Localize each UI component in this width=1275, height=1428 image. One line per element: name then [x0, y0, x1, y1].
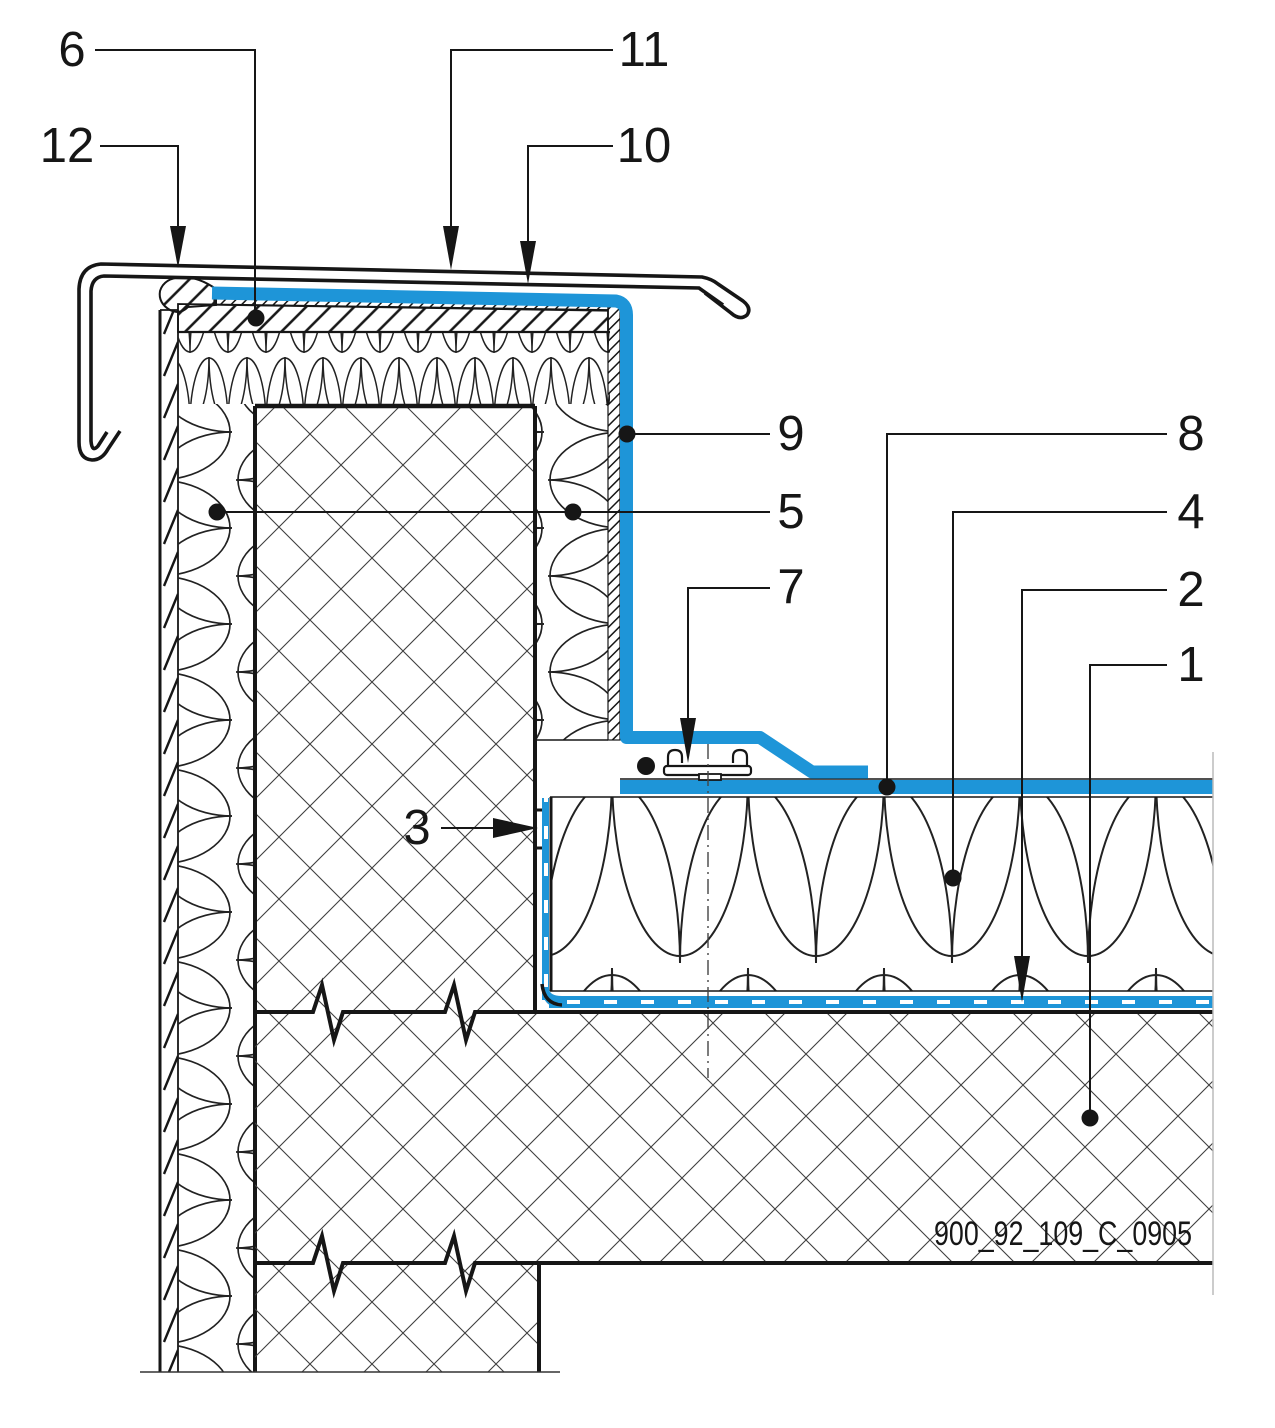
leader-arrow — [443, 226, 459, 270]
leader-dot — [618, 425, 636, 443]
separating-layer-face — [607, 302, 621, 741]
callout-10: 10 — [520, 119, 671, 284]
barrier-corner-line — [540, 983, 563, 1007]
concrete-deck-and-wall — [255, 1013, 1213, 1372]
metal-coping — [77, 262, 751, 462]
callout-11: 11 — [443, 23, 669, 270]
callout-2: 2 — [1014, 563, 1205, 1002]
wall-insulation-column — [178, 404, 255, 1372]
sealant-dot — [637, 757, 655, 775]
callout-4: 4 — [944, 485, 1205, 887]
leader-arrow — [1014, 956, 1030, 1002]
parapet-head-layers — [158, 275, 621, 741]
vapour-barrier-upstand-dashes — [542, 798, 549, 1000]
callout-label-10: 10 — [617, 119, 672, 173]
leader-arrow — [520, 241, 536, 284]
coping-inner-sheet — [89, 274, 725, 451]
roof-insulation — [551, 797, 1213, 991]
callout-6: 6 — [58, 23, 265, 327]
leader-arrow — [170, 226, 186, 268]
vapour-barrier-dashes — [549, 996, 1213, 1008]
rail-center-tab — [698, 773, 722, 781]
parapet-masonry-core — [255, 406, 535, 1013]
callout-label-4: 4 — [1177, 485, 1204, 539]
leader-arrow — [680, 718, 696, 763]
callout-label-5: 5 — [777, 485, 804, 539]
drawing-number: 900_92_109_C_0905 — [934, 1215, 1192, 1253]
membrane-flashing — [211, 286, 868, 1078]
render-strip-hatch — [160, 310, 178, 1372]
wall-section — [140, 309, 1213, 1373]
deck-bottom-break-line — [255, 1228, 1213, 1299]
callout-1: 1 — [1081, 638, 1205, 1127]
leader-arrow — [493, 818, 538, 838]
callout-label-12: 12 — [40, 119, 95, 173]
leader-dot — [564, 503, 582, 521]
rail-left-hook — [666, 748, 684, 766]
callout-9: 9 — [618, 407, 805, 461]
parapet-inner-insulation — [535, 404, 608, 740]
callout-label-7: 7 — [777, 560, 804, 614]
callout-label-11: 11 — [619, 23, 670, 77]
callout-label-8: 8 — [1177, 407, 1204, 461]
leader-dot — [247, 309, 265, 327]
callout-8: 8 — [878, 407, 1205, 796]
flashing-upstand-membrane — [211, 286, 868, 779]
callout-12: 12 — [40, 119, 186, 268]
roof-assembly — [533, 752, 1214, 1295]
callout-label-1: 1 — [1177, 638, 1204, 692]
callout-7: 7 — [680, 560, 805, 763]
leader-dot — [878, 778, 896, 796]
callout-label-2: 2 — [1177, 563, 1204, 617]
callout-label-3: 3 — [403, 801, 430, 855]
coping-outer-sheet — [77, 262, 751, 462]
callout-3: 3 — [403, 801, 538, 855]
leader-dot — [944, 869, 962, 887]
callout-5: 5 — [208, 485, 805, 539]
deck-top-break-line — [255, 977, 1213, 1048]
callout-label-9: 9 — [777, 407, 804, 461]
leader-dot — [1081, 1109, 1099, 1127]
callouts: 6 12 11 10 9 5 — [40, 23, 1205, 1127]
parapet-head-insulation — [178, 333, 610, 404]
rail-right-hook — [731, 748, 749, 766]
callout-label-6: 6 — [58, 23, 85, 77]
roof-membrane — [620, 780, 1213, 794]
leader-dot — [208, 503, 226, 521]
